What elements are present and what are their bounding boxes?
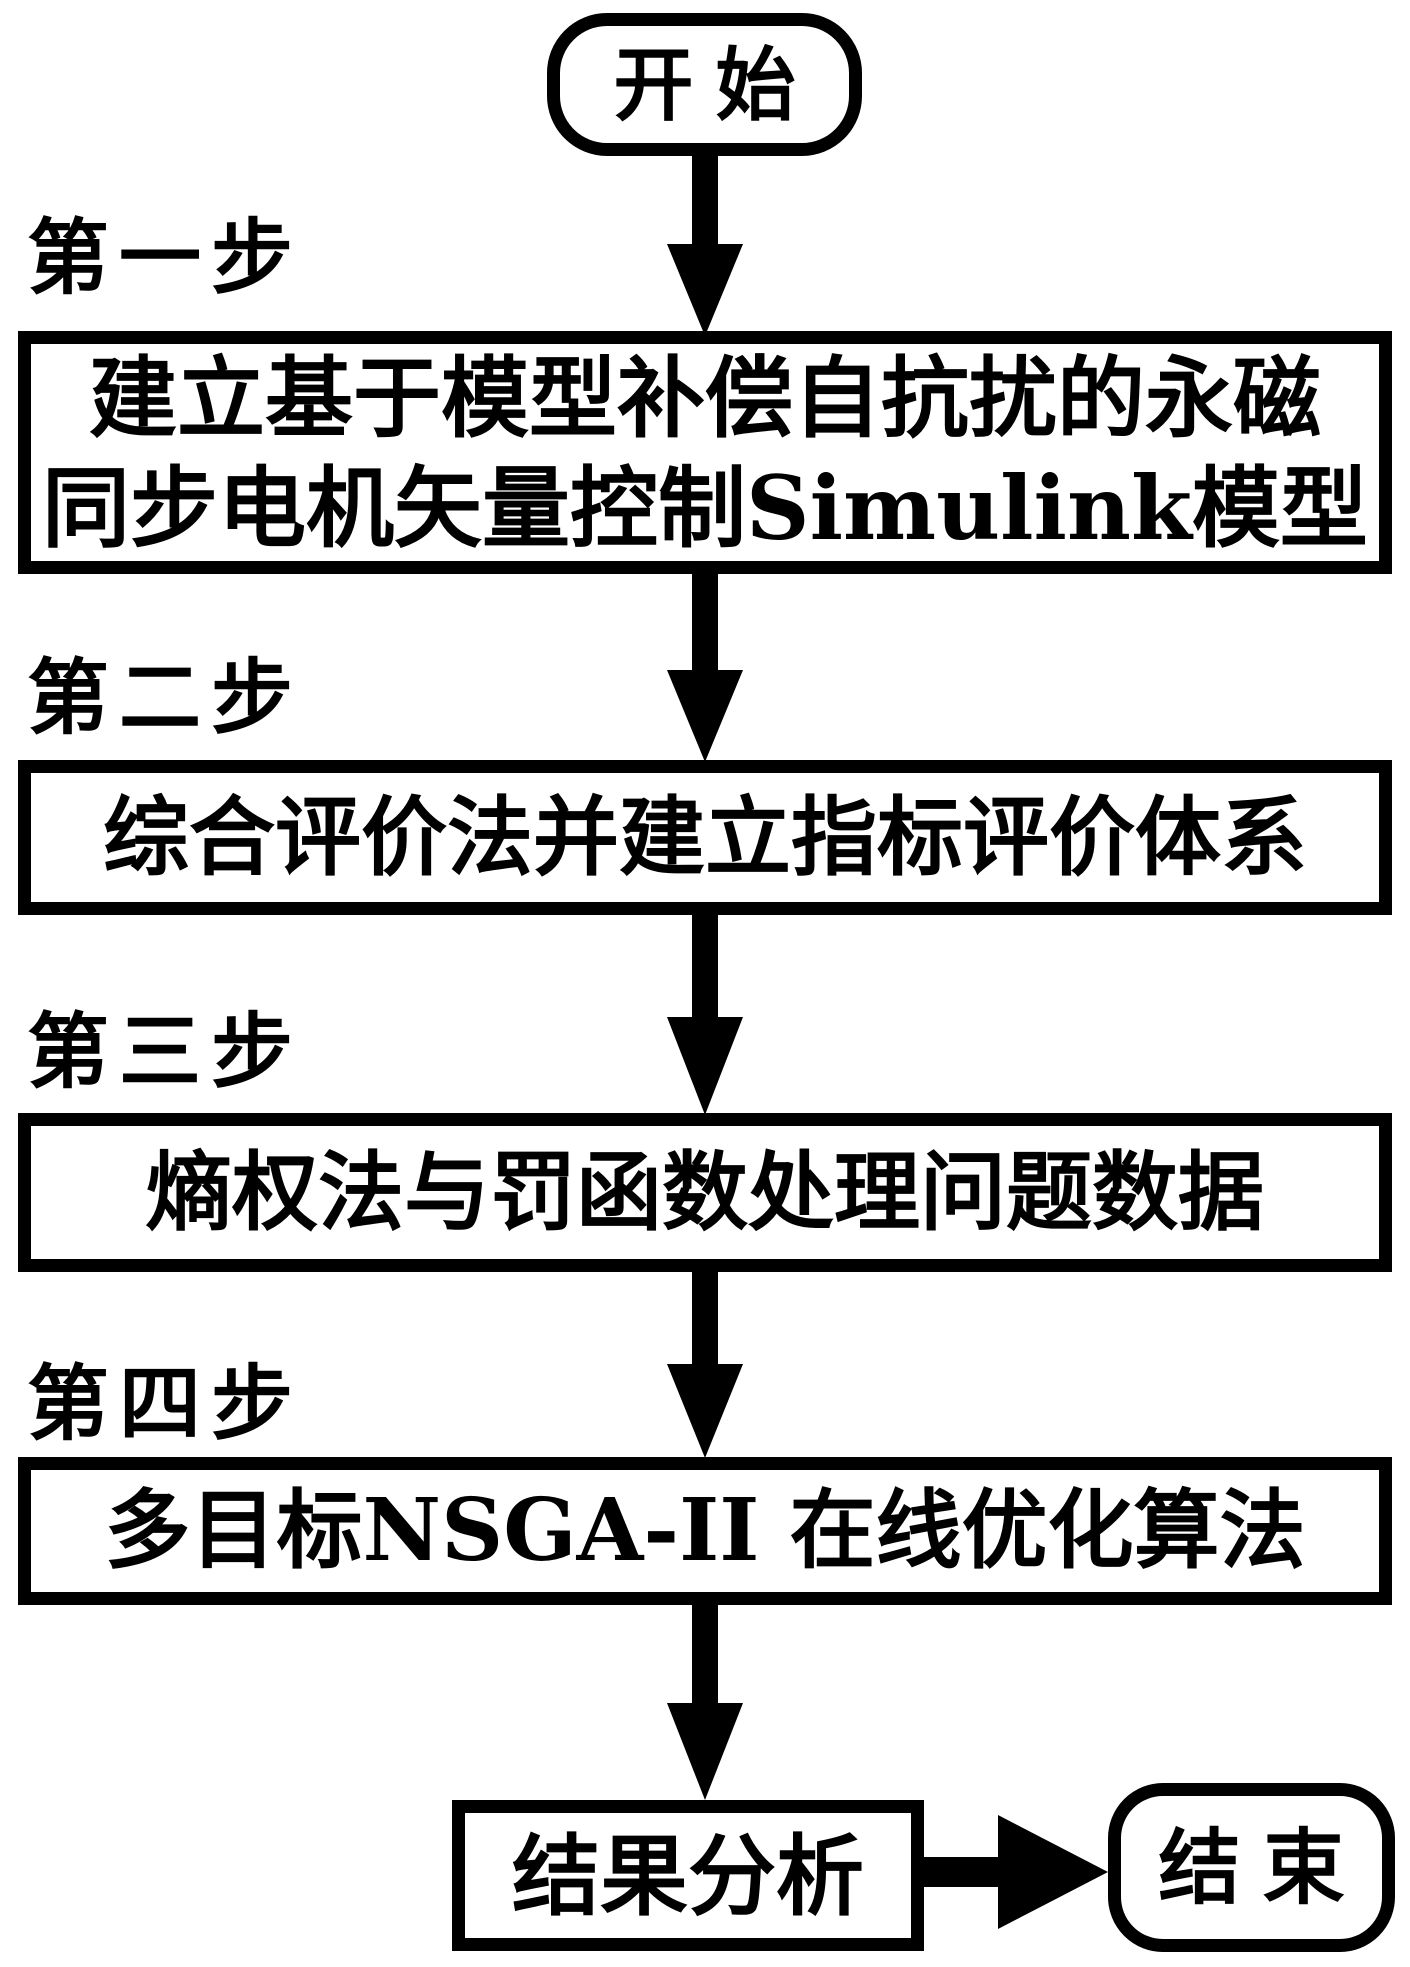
step2-box: 综合评价法并建立指标评价体系 [18, 760, 1392, 915]
arrow-step1-to-step2 [692, 574, 718, 674]
arrow-step4-to-result [692, 1605, 718, 1707]
step3-text: 熵权法与罚函数处理问题数据 [146, 1141, 1264, 1243]
arrow-start-to-step1 [692, 148, 718, 248]
step4-label: 第四步 [27, 1359, 304, 1450]
arrow-step2-to-step3 [692, 915, 718, 1021]
step1-text-line2: 同步电机矢量控制Simulink模型 [42, 455, 1368, 560]
result-text: 结果分析 [511, 1823, 864, 1928]
arrowhead-step1-to-step2-icon [667, 670, 743, 762]
arrowhead-step2-to-step3-icon [667, 1017, 743, 1115]
step3-box: 熵权法与罚函数处理问题数据 [18, 1113, 1392, 1272]
result-box: 结果分析 [452, 1800, 924, 1951]
arrowhead-step4-to-result-icon [667, 1703, 743, 1800]
step4-text: 多目标NSGA-II 在线优化算法 [104, 1480, 1306, 1581]
step3-label: 第三步 [27, 1007, 304, 1098]
arrow-result-to-end [924, 1857, 1002, 1887]
end-terminal: 结束 [1108, 1783, 1395, 1952]
step1-box: 建立基于模型补偿自抗扰的永磁 同步电机矢量控制Simulink模型 [18, 331, 1392, 574]
step1-label: 第一步 [27, 213, 304, 304]
end-label: 结束 [1158, 1819, 1367, 1916]
start-terminal: 开始 [547, 13, 862, 156]
step2-text: 综合评价法并建立指标评价体系 [103, 786, 1307, 888]
arrowhead-result-to-end-icon [998, 1815, 1108, 1929]
step1-text-line1: 建立基于模型补偿自抗扰的永磁 [88, 345, 1321, 450]
arrowhead-start-to-step1-icon [667, 244, 743, 336]
arrowhead-step3-to-step4-icon [667, 1364, 743, 1458]
start-label: 开始 [613, 37, 818, 132]
arrow-step3-to-step4 [692, 1272, 718, 1368]
step2-label: 第二步 [27, 653, 304, 744]
step4-box: 多目标NSGA-II 在线优化算法 [18, 1457, 1392, 1605]
